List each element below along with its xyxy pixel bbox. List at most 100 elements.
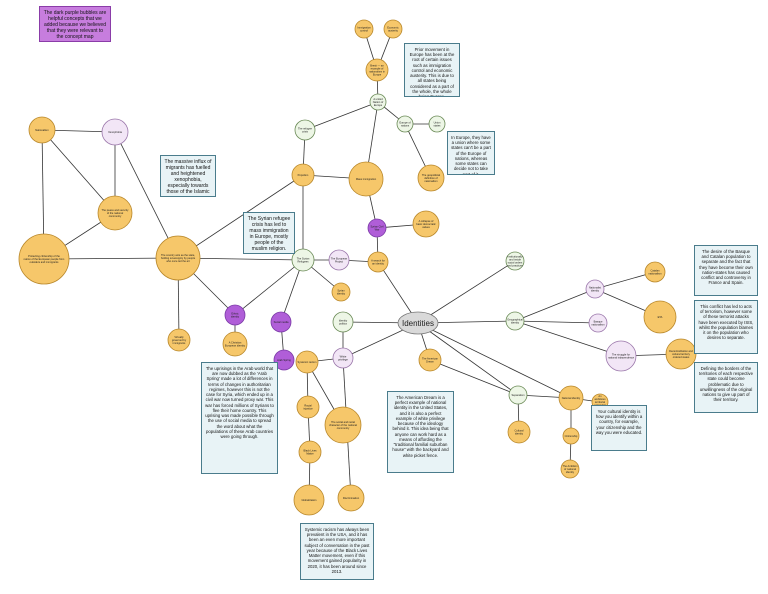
node-shape [644, 261, 666, 283]
node-n_a15: Mass immigration [348, 161, 384, 197]
node-shape [348, 161, 384, 197]
node-shape [101, 118, 129, 146]
node-n_a13: Populism [291, 163, 315, 187]
node-shape [397, 311, 439, 335]
node-n_a7: Nationalism [28, 116, 56, 144]
note-terrorism: This conflict has led to acts of terrori… [694, 300, 758, 354]
edge-n_a13-n_a12 [177, 174, 304, 259]
node-shape [294, 119, 316, 141]
node-shape [396, 115, 414, 133]
node-shape [643, 300, 677, 334]
node-label: National identity [562, 396, 581, 400]
node-shape [328, 249, 350, 271]
node-label: Nationalism [35, 128, 49, 132]
edge-center-n_a44 [417, 322, 519, 396]
edge-n_a22-n_a18 [234, 259, 304, 316]
node-shape [369, 93, 387, 111]
node-n_a44: Separatism [508, 385, 528, 405]
node-label: Identities [402, 319, 434, 328]
center-node-identities: Identities [397, 311, 439, 335]
note-populism-europe: Prior movement in Europe has been at the… [404, 43, 460, 97]
node-shape [97, 195, 133, 231]
note-arab-spring: The uprisings in the Arab world that are… [201, 362, 278, 474]
node-shape [507, 420, 531, 444]
node-n_a45: National identity [558, 385, 584, 411]
note-europe-states: In Europe, they have a union where some … [447, 131, 495, 175]
node-n_a12: The country acts as the state,holding so… [155, 235, 201, 281]
node-n_a34: Discrimination [337, 484, 365, 512]
node-n_a47: Citizenship [562, 427, 580, 445]
node-n_a35: Globalization [293, 484, 325, 516]
node-shape [332, 347, 354, 369]
node-label: Citizenship [565, 434, 578, 438]
edge-n_a37-n_a42 [514, 320, 622, 357]
node-label: ETA [658, 315, 663, 319]
note-american-dream: The American Dream is a perfect example … [387, 391, 454, 473]
edge-n_a8-n_a12 [114, 131, 179, 259]
node-shape [18, 233, 70, 285]
edge-center-n_a45 [417, 322, 572, 399]
node-shape [558, 385, 584, 411]
node-shape [331, 282, 351, 302]
node-shape [505, 311, 525, 331]
node-shape [167, 328, 191, 352]
node-n_a8: Xenophobia [101, 118, 129, 146]
legend-note: The dark purple bubbles are helpful conc… [39, 6, 111, 42]
node-shape [365, 58, 389, 82]
node-shape [270, 311, 292, 333]
node-label: Arab Spring [277, 358, 291, 362]
node-shape [332, 311, 354, 333]
node-shape [337, 484, 365, 512]
node-shape [291, 248, 315, 272]
node-shape [562, 427, 580, 445]
edge-n_a37-n_a38 [514, 288, 596, 322]
node-shape [505, 251, 525, 271]
node-shape [585, 279, 605, 299]
node-label: The country acts as the state,holding so… [161, 253, 196, 263]
node-shape [367, 218, 387, 238]
node-shape [293, 484, 325, 516]
node-shape [367, 251, 389, 273]
node-shape [418, 348, 442, 372]
node-shape [383, 19, 403, 39]
edge-n_a4-n_a9 [304, 101, 379, 131]
node-shape [665, 338, 697, 370]
node-n_a23: Social media [270, 311, 292, 333]
